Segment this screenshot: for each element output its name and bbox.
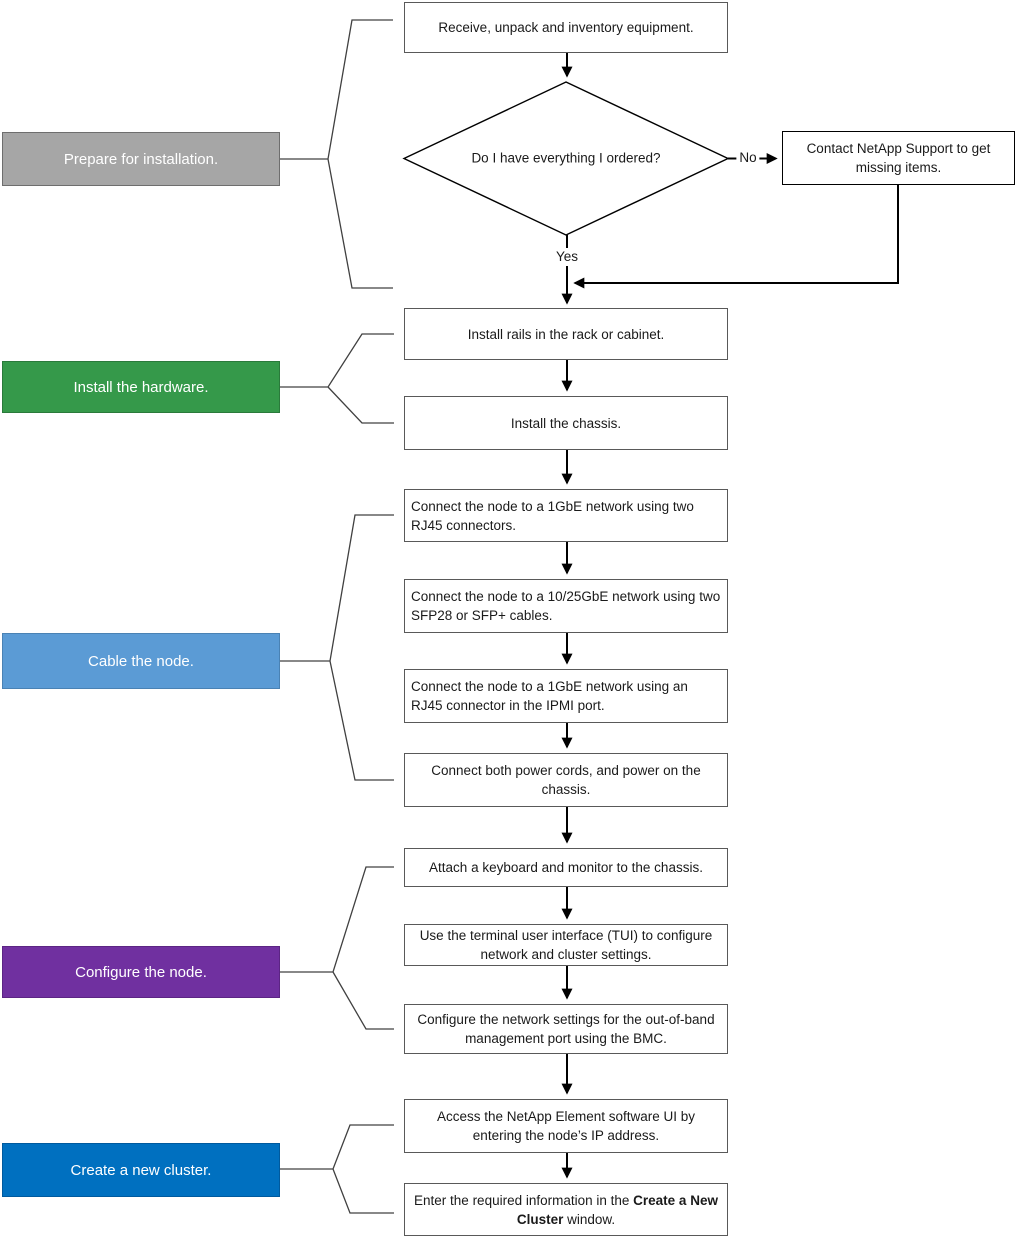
edge-label-no: No: [736, 149, 760, 167]
phase-label: Prepare for installation.: [63, 150, 219, 168]
step-enter-cluster-info-text: Enter the required information in the Cr…: [413, 1191, 719, 1229]
phase-label: Configure the node.: [75, 963, 207, 981]
step-receive-equipment: Receive, unpack and inventory equipment.: [404, 2, 728, 53]
bracket-cable: [280, 514, 394, 781]
step-contact-netapp-support: Contact NetApp Support to get missing it…: [782, 131, 1015, 185]
phase-create-a-new-cluster: Create a new cluster.: [2, 1143, 280, 1197]
decision-question: Do I have everything I ordered?: [471, 150, 661, 166]
step-connect-1gbe-ipmi: Connect the node to a 1GbE network using…: [404, 669, 728, 723]
step-enter-cluster-info: Enter the required information in the Cr…: [404, 1183, 728, 1236]
phase-label: Install the hardware.: [73, 378, 209, 396]
bracket-prepare: [280, 19, 393, 289]
phase-configure-the-node: Configure the node.: [2, 946, 280, 998]
step-install-chassis: Install the chassis.: [404, 396, 728, 450]
phase-label: Cable the node.: [88, 652, 194, 670]
step-connect-1gbe-rj45: Connect the node to a 1GbE network using…: [404, 489, 728, 542]
phase-label: Create a new cluster.: [70, 1161, 212, 1179]
bracket-hardware: [280, 333, 394, 424]
enter-info-prefix: Enter the required information in the: [414, 1192, 634, 1208]
step-access-element-ui: Access the NetApp Element software UI by…: [404, 1099, 728, 1153]
phase-brackets: [280, 19, 394, 1214]
phase-install-the-hardware: Install the hardware.: [2, 361, 280, 413]
step-connect-10-25gbe-sfp: Connect the node to a 10/25GbE network u…: [404, 579, 728, 633]
step-configure-bmc: Configure the network settings for the o…: [404, 1004, 728, 1054]
phase-cable-the-node: Cable the node.: [2, 633, 280, 689]
flow-arrows: [561, 53, 899, 1179]
step-connect-power-cords: Connect both power cords, and power on t…: [404, 753, 728, 807]
step-attach-keyboard-monitor: Attach a keyboard and monitor to the cha…: [404, 848, 728, 887]
enter-info-suffix: window.: [563, 1211, 616, 1227]
arrow-contact-feedback: [573, 185, 899, 289]
step-use-tui: Use the terminal user interface (TUI) to…: [404, 924, 728, 966]
bracket-cluster: [280, 1124, 394, 1214]
enter-info-bold: Create a New Cluster: [516, 1192, 718, 1227]
bracket-configure: [280, 866, 394, 1030]
phase-prepare-for-installation: Prepare for installation.: [2, 132, 280, 186]
step-install-rails: Install rails in the rack or cabinet.: [404, 308, 728, 360]
edge-label-yes: Yes: [552, 248, 582, 266]
